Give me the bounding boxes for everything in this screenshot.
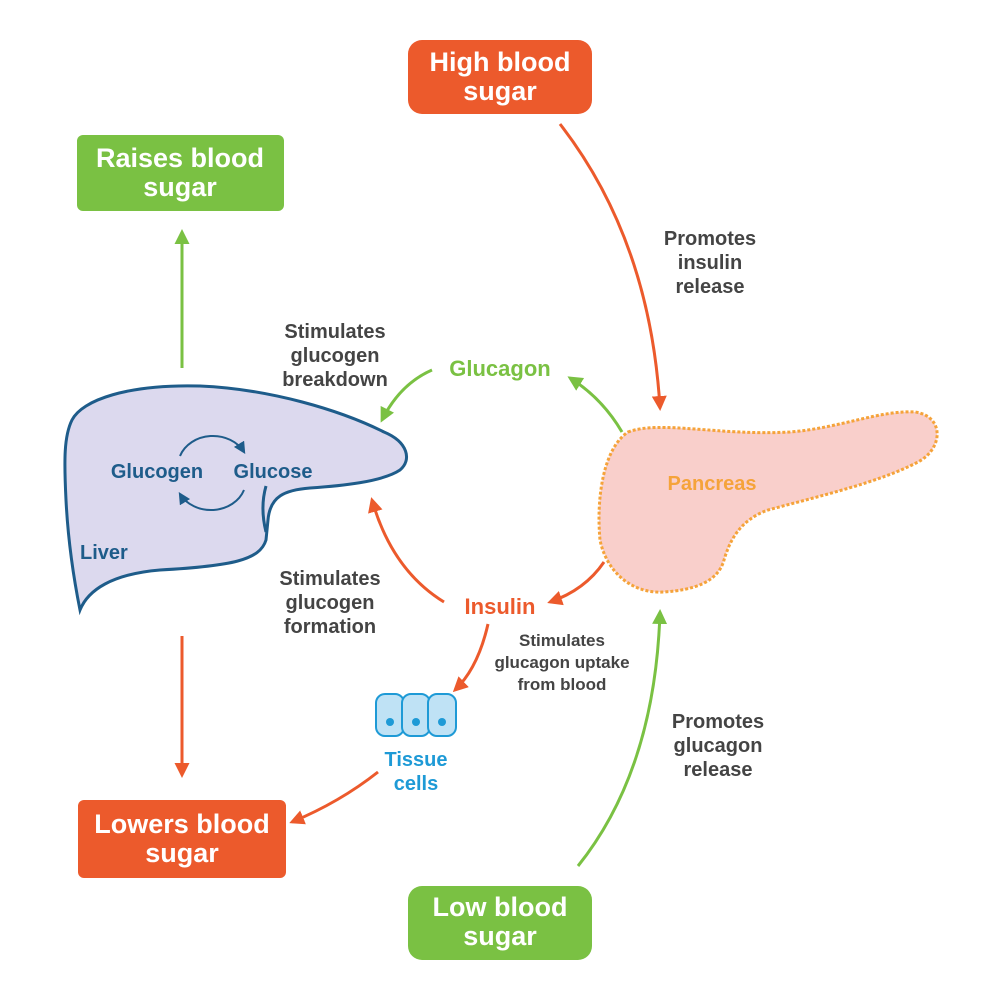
raises-box-line1: Raises blood <box>96 143 264 173</box>
lowers-box-line2: sugar <box>145 838 219 868</box>
cycle-arrows-icon <box>178 434 246 512</box>
glucose-label: Glucose <box>234 461 313 483</box>
raises-box-line2: sugar <box>143 172 217 202</box>
pancreas-icon <box>597 410 939 594</box>
note-line: Promotes <box>664 228 756 250</box>
pancreas-label: Pancreas <box>668 473 757 495</box>
arrow-tissue-to-lowers <box>289 770 379 825</box>
note-line: glucagon uptake <box>494 653 629 672</box>
arrow-insulin-to-liver <box>368 497 445 604</box>
arrow-insulin-to-tissue <box>452 623 490 693</box>
note-line: release <box>684 759 753 781</box>
tissue-cells-icon <box>375 693 457 737</box>
note-stimulates-uptake: Stimulates glucagon uptake from blood <box>494 631 629 694</box>
low-blood-sugar-box: Low blood sugar <box>408 886 592 960</box>
high-box-line2: sugar <box>463 76 537 106</box>
high-blood-sugar-box: High blood sugar <box>408 40 592 114</box>
high-box-line1: High blood <box>430 47 571 77</box>
arrow-low-to-pancreas <box>576 609 668 867</box>
lowers-blood-sugar-box: Lowers blood sugar <box>78 800 286 878</box>
note-line: insulin <box>678 252 742 274</box>
note-line: Promotes <box>672 711 764 733</box>
insulin-label: Insulin <box>465 594 536 619</box>
note-promotes-insulin: Promotes insulin release <box>664 228 756 298</box>
raises-blood-sugar-box: Raises blood sugar <box>77 135 284 211</box>
low-box-line1: Low blood <box>433 892 568 922</box>
liver-label: Liver <box>80 542 128 564</box>
note-line: from blood <box>518 675 607 694</box>
note-line: breakdown <box>282 369 388 391</box>
note-line: formation <box>284 616 376 638</box>
note-line: glucogen <box>286 592 375 614</box>
note-line: release <box>676 276 745 298</box>
note-line: glucagon <box>674 735 763 757</box>
glucagon-label: Glucagon <box>449 356 550 381</box>
note-line: Stimulates <box>519 631 605 650</box>
note-line: Stimulates <box>284 321 385 343</box>
arrow-high-to-pancreas <box>558 123 667 411</box>
note-promotes-glucagon: Promotes glucagon release <box>672 711 764 781</box>
note-line: glucogen <box>291 345 380 367</box>
tissue-label-line1: Tissue <box>385 749 448 771</box>
arrow-glucagon-to-liver <box>380 368 433 423</box>
tissue-label-line2: cells <box>394 773 438 795</box>
note-stimulates-formation: Stimulates glucogen formation <box>279 568 380 638</box>
note-line: Stimulates <box>279 568 380 590</box>
lowers-box-line1: Lowers blood <box>94 809 270 839</box>
glucogen-label: Glucogen <box>111 461 203 483</box>
low-box-line2: sugar <box>463 921 537 951</box>
note-stimulates-breakdown: Stimulates glucogen breakdown <box>282 321 388 391</box>
arrow-pancreas-to-glucagon <box>567 376 624 433</box>
liver-icon <box>63 384 409 616</box>
arrow-pancreas-to-insulin <box>547 561 606 606</box>
